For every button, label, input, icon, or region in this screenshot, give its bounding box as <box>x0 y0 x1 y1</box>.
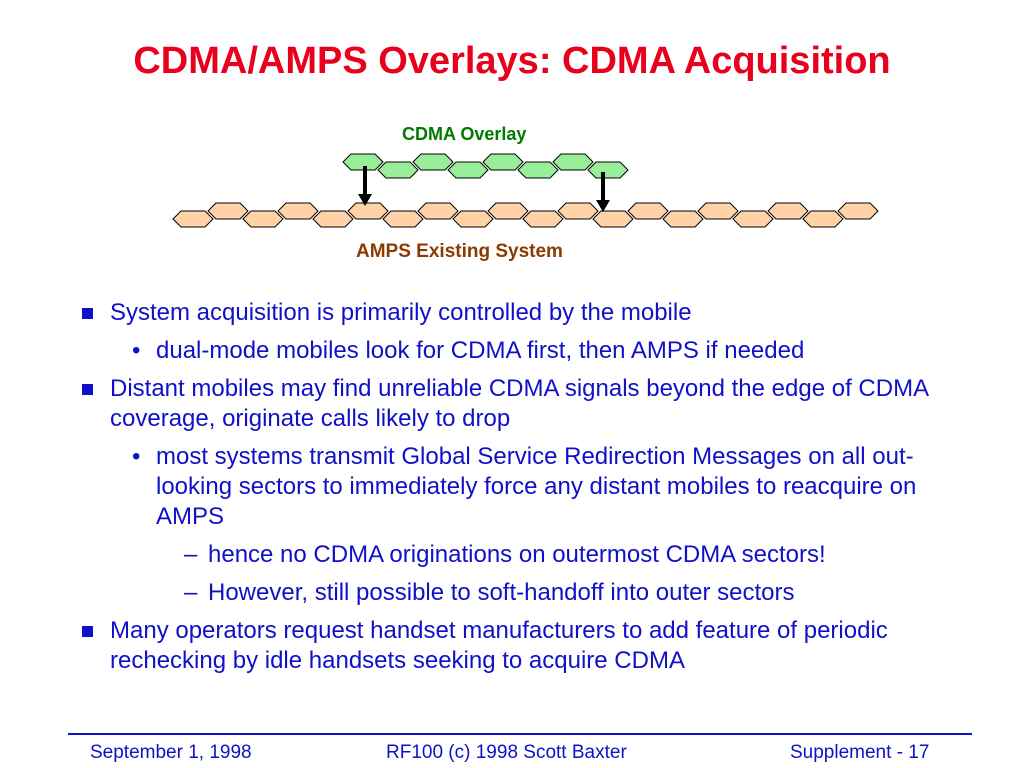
cell-hexagon <box>732 210 774 228</box>
cell-hexagon <box>592 210 634 228</box>
bullet-text: dual-mode mobiles look for CDMA first, t… <box>156 337 805 364</box>
amps-cell-row <box>172 202 879 228</box>
dash-bullet-icon: – <box>184 541 198 568</box>
cell-hexagon <box>242 210 284 228</box>
cell-hexagon <box>517 161 559 179</box>
cell-hexagon <box>627 202 669 220</box>
bullet-item: System acquisition is primarily controll… <box>78 298 978 328</box>
cell-hexagon <box>417 202 459 220</box>
cell-hexagon <box>172 210 214 228</box>
bullet-list: System acquisition is primarily controll… <box>78 298 978 684</box>
cell-hexagon <box>207 202 249 220</box>
bullet-text: hence no CDMA originations on outermost … <box>208 541 826 568</box>
cell-hexagon <box>382 210 424 228</box>
bullet-text: most systems transmit Global Service Red… <box>156 443 917 530</box>
bullet-text: Many operators request handset manufactu… <box>110 617 888 674</box>
cell-hexagon <box>487 202 529 220</box>
dash-bullet-icon: – <box>184 579 198 606</box>
cell-hexagon <box>342 153 384 171</box>
cell-hexagon <box>412 153 454 171</box>
sub-sub-bullet-item: – However, still possible to soft-handof… <box>78 578 978 608</box>
cell-hexagon <box>557 202 599 220</box>
sub-bullet-item: • most systems transmit Global Service R… <box>78 442 978 532</box>
cell-hexagon <box>347 202 389 220</box>
cell-hexagon <box>452 210 494 228</box>
footer-divider <box>68 733 972 735</box>
dot-bullet-icon: • <box>132 443 141 470</box>
bullet-item: Distant mobiles may find unreliable CDMA… <box>78 374 978 434</box>
square-bullet-icon <box>82 626 93 637</box>
cell-hexagon <box>697 202 739 220</box>
footer-copyright: RF100 (c) 1998 Scott Baxter <box>386 742 627 763</box>
cell-hexagon <box>312 210 354 228</box>
cell-hexagon <box>552 153 594 171</box>
footer-page-number: Supplement - 17 <box>790 742 930 763</box>
sub-bullet-item: • dual-mode mobiles look for CDMA first,… <box>78 336 978 366</box>
cell-hexagon <box>767 202 809 220</box>
square-bullet-icon <box>82 384 93 395</box>
cdma-overlay-label: CDMA Overlay <box>402 124 527 144</box>
sub-sub-bullet-item: – hence no CDMA originations on outermos… <box>78 540 978 570</box>
cell-hexagon <box>662 210 704 228</box>
square-bullet-icon <box>82 308 93 319</box>
acquisition-arrow-right <box>596 172 610 212</box>
cell-hexagon <box>447 161 489 179</box>
cdma-cell-row <box>342 153 629 179</box>
bullet-text: However, still possible to soft-handoff … <box>208 579 795 606</box>
cell-hexagon <box>837 202 879 220</box>
cell-hexagon <box>587 161 629 179</box>
cell-hexagon <box>482 153 524 171</box>
slide-title: CDMA/AMPS Overlays: CDMA Acquisition <box>133 40 891 82</box>
cell-hexagon <box>802 210 844 228</box>
cell-hexagon <box>377 161 419 179</box>
cell-hexagon <box>277 202 319 220</box>
bullet-item: Many operators request handset manufactu… <box>78 616 978 676</box>
footer-date: September 1, 1998 <box>90 742 252 763</box>
acquisition-arrow-left <box>358 166 372 206</box>
dot-bullet-icon: • <box>132 337 141 364</box>
amps-existing-label: AMPS Existing System <box>356 241 563 262</box>
bullet-text: System acquisition is primarily controll… <box>110 299 692 326</box>
overlay-diagram <box>172 153 879 228</box>
bullet-text: Distant mobiles may find unreliable CDMA… <box>110 375 928 432</box>
cell-hexagon <box>522 210 564 228</box>
